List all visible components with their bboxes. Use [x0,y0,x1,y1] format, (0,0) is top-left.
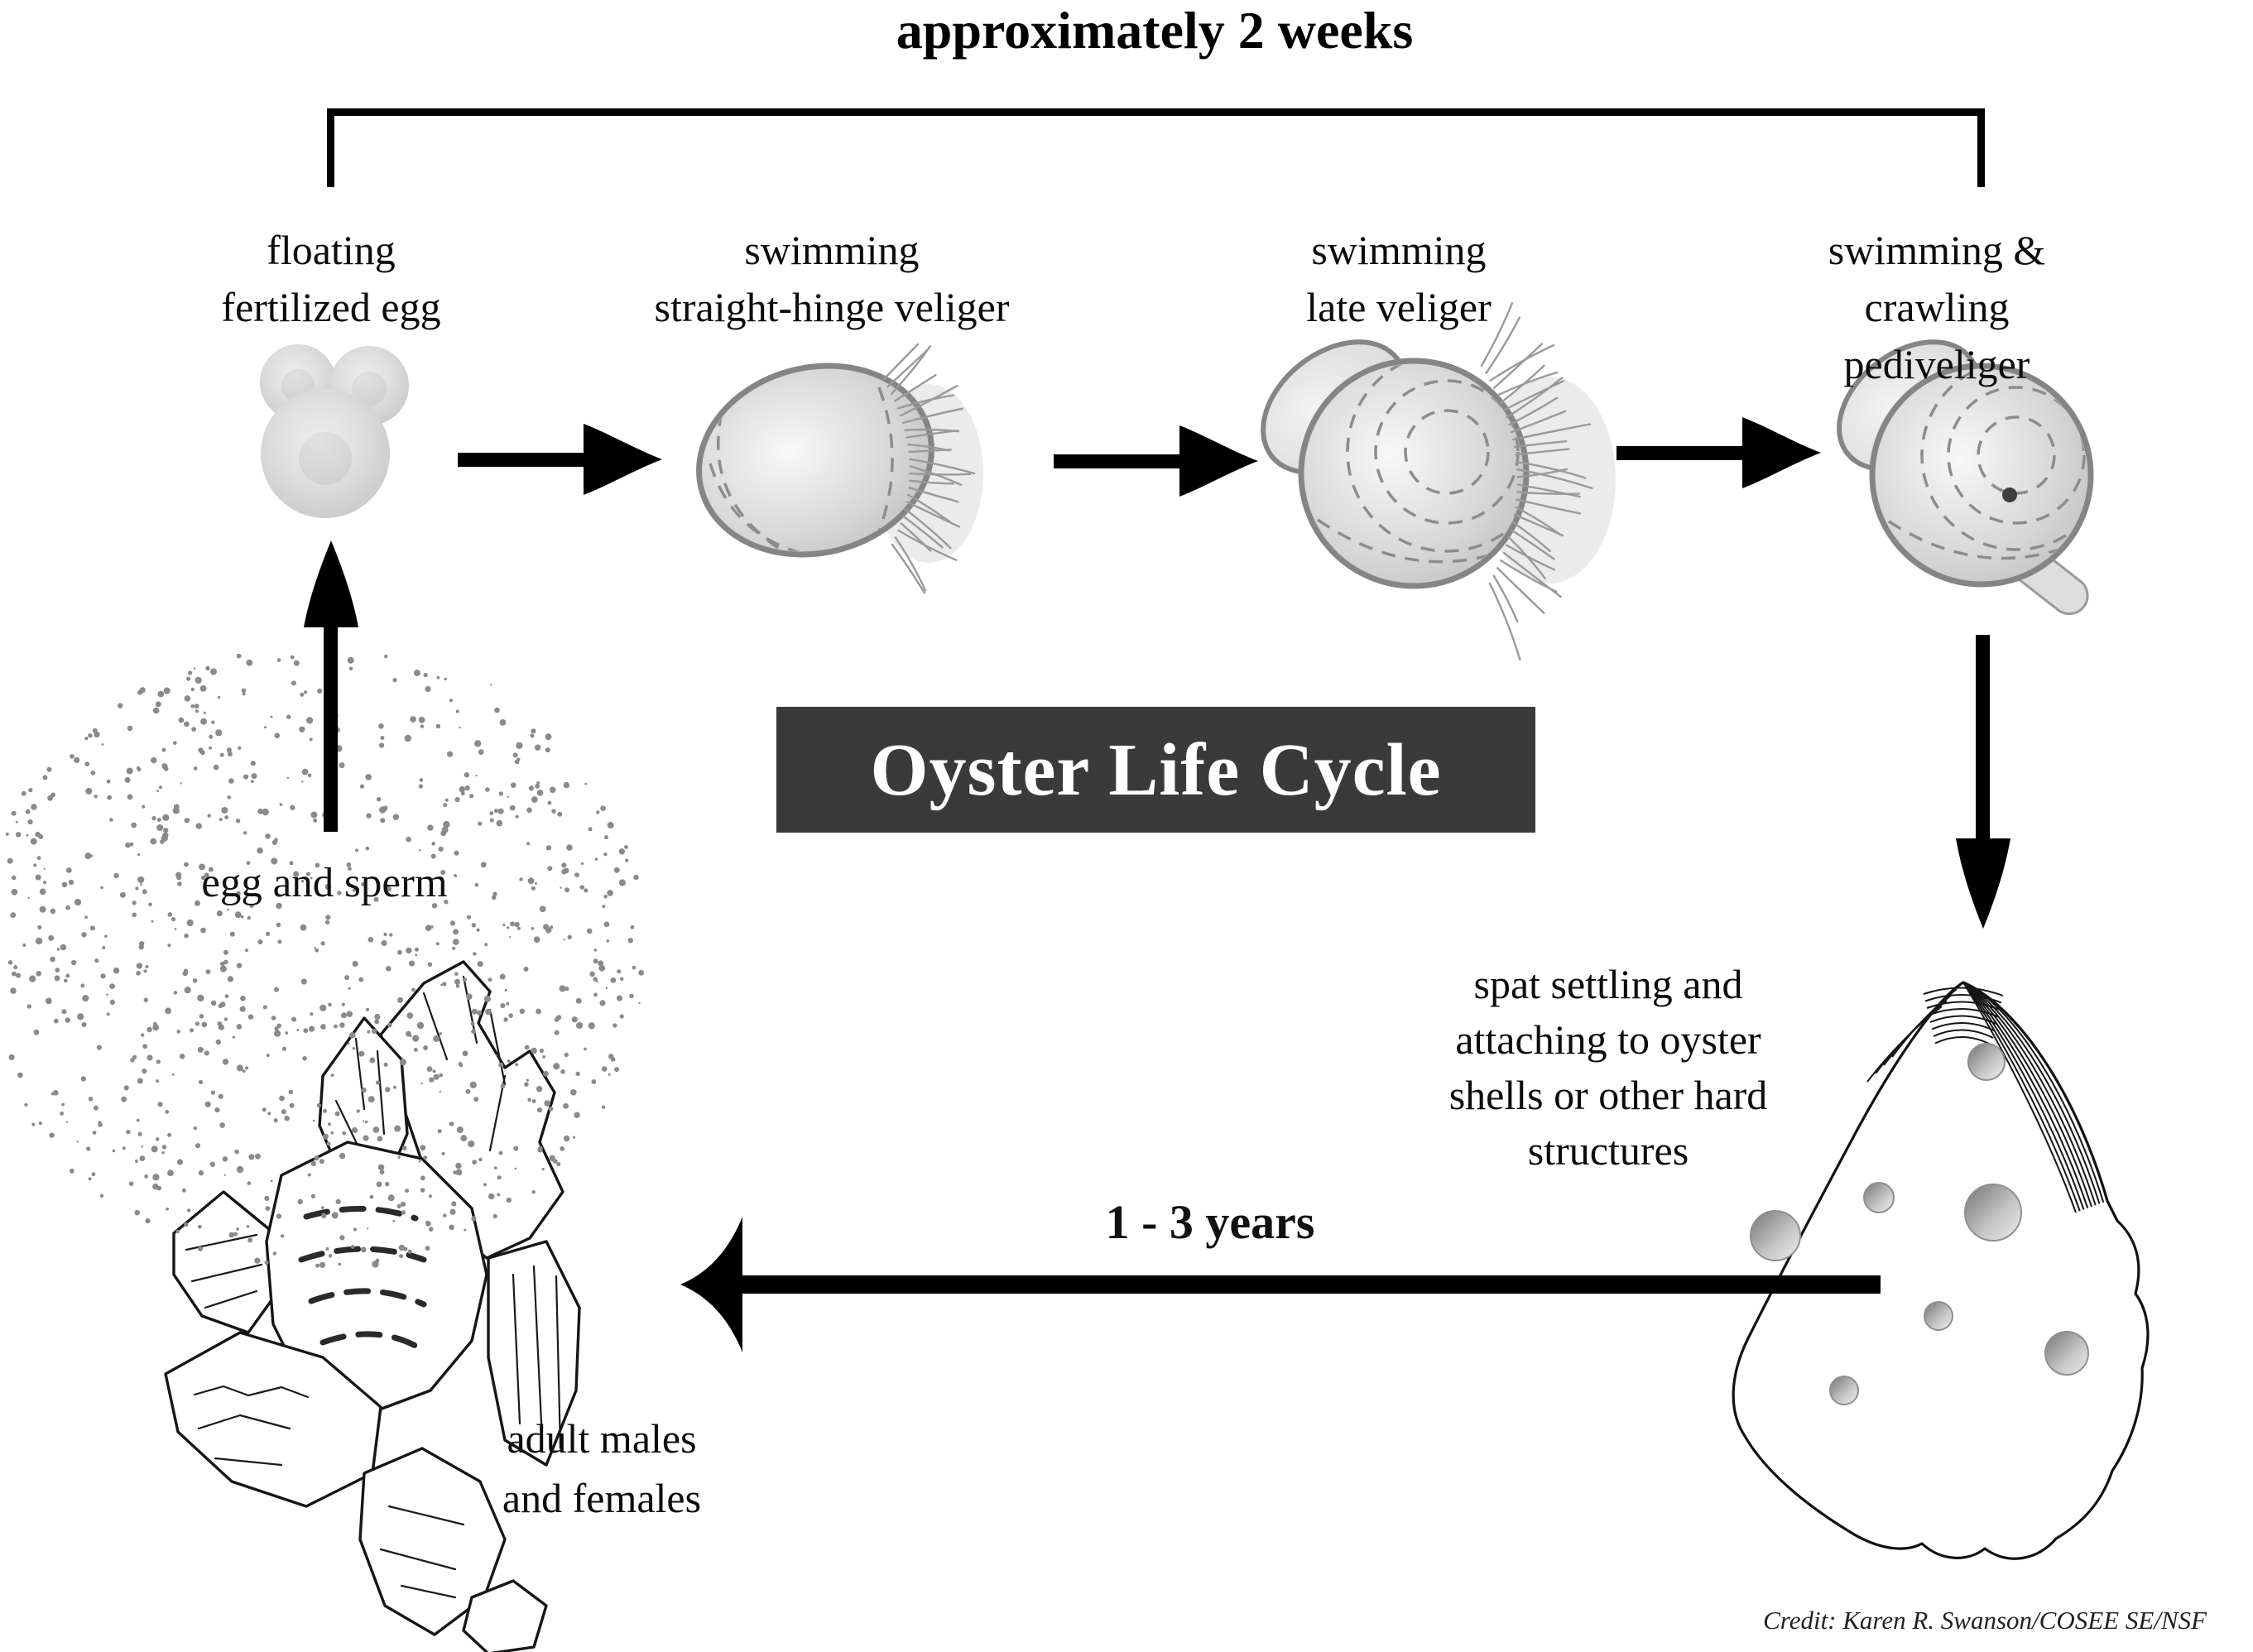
arrow-straight-hinge-to-late [1054,425,1258,497]
stage-label-late-veliger: swimming late veliger [1306,227,1492,330]
pediveliger-illustration [1837,339,2094,616]
stage-label-egg-and-sperm: egg and sperm [201,860,448,906]
egg-and-sperm-cloud [5,653,645,1268]
stage-label-fertilized-egg: floating fertilized egg [221,227,441,330]
stage-label-straight-hinge-veliger: swimming straight-hinge veliger [654,227,1010,330]
pediveliger-eyespot [2002,487,2017,502]
title-box: Oyster Life Cycle [776,707,1535,833]
arrow-egg-to-straight-hinge [458,424,662,495]
spat-specks [1750,1043,2089,1405]
page-title: Oyster Life Cycle [870,728,1442,811]
adult-oyster-cluster-illustration [164,960,581,1652]
late-veliger-illustration [1261,302,1616,661]
stage-label-pediveliger: swimming & crawling pediveliger [1828,227,2046,387]
spat-on-shell-illustration [1732,981,2150,1560]
arrow-late-to-pediveliger [1616,417,1821,488]
stage-label-adult: adult males and females [502,1415,702,1521]
stage-label-spat: spat settling and attaching to oyster sh… [1448,961,1768,1174]
arrow-sperm-to-egg [304,540,358,832]
growth-duration-label: 1 - 3 years [1105,1195,1315,1249]
top-duration-label: approximately 2 weeks [896,1,1414,60]
credit-line: Credit: Karen R. Swanson/COSEE SE/NSF [1763,1606,2207,1635]
arrow-spat-to-adult [680,1217,1881,1352]
straight-hinge-veliger-illustration [696,343,983,594]
arrow-pediveliger-to-spat [1956,635,2010,929]
fertilized-egg-illustration [260,344,409,518]
two-weeks-bracket [327,108,1985,187]
